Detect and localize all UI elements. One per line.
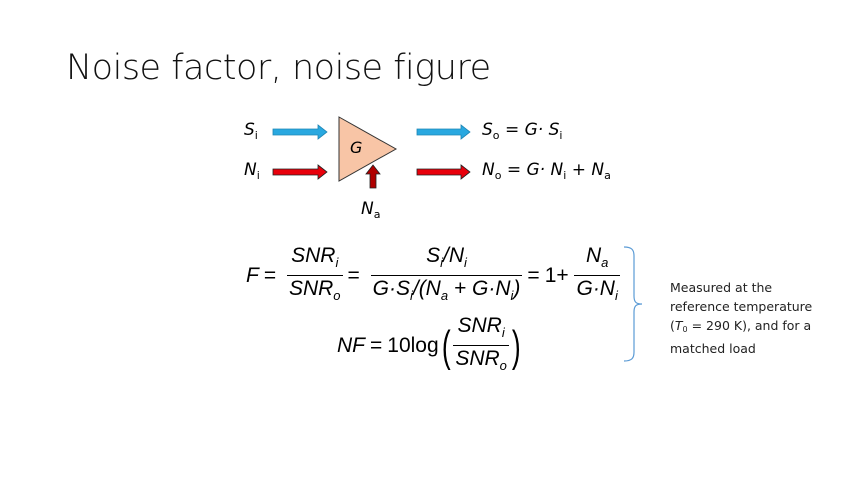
input-signal-label: Si [244,120,258,142]
note-line: Measured at the [670,280,773,295]
noise-factor-equation: F= SNRi SNRo = Si/Ni G·Si/(Na + G·Ni) =1… [246,244,620,309]
equals-sign: = [527,264,540,288]
input-noise-arrow [272,164,328,180]
equals-sign: = [347,264,360,288]
snr-ratio-fraction: SNRi SNRo [286,244,343,303]
eq-F-lhs: F [246,264,259,288]
right-paren: ) [511,321,521,371]
output-noise-equation: No = G· Ni + Na [482,160,611,182]
output-signal-arrow [416,124,471,140]
output-signal-equation: So = G· Si [482,120,563,142]
output-noise-arrow [416,164,471,180]
measurement-note: Measured at the reference temperature (T… [670,278,848,358]
slide-title: Noise factor, noise figure [66,48,491,88]
one-plus: 1+ [544,264,569,288]
note-line: reference temperature [670,299,813,314]
added-noise-fraction: Na G·Ni [574,244,620,303]
input-signal-arrow [272,124,328,140]
ten-log: 10log [387,334,439,358]
eq-NF-lhs: NF [337,334,365,358]
note-line: (T0 = 290 K), and for a [670,318,812,334]
added-noise-label: Na [361,199,381,221]
amplifier-triangle [338,116,398,182]
amplifier-gain-label: G [350,138,363,157]
note-line: matched load [670,341,756,356]
equals-sign: = [263,264,277,288]
equals-sign: = [370,334,383,358]
curly-brace [623,246,643,362]
added-noise-arrow [365,164,381,189]
nf-snr-fraction: SNRi SNRo [453,314,509,373]
left-paren: ( [441,321,451,371]
expanded-fraction: Si/Ni G·Si/(Na + G·Ni) [370,244,523,303]
input-noise-label: Ni [244,160,260,182]
noise-figure-equation: NF=10log( SNRi SNRo ) [337,314,524,379]
